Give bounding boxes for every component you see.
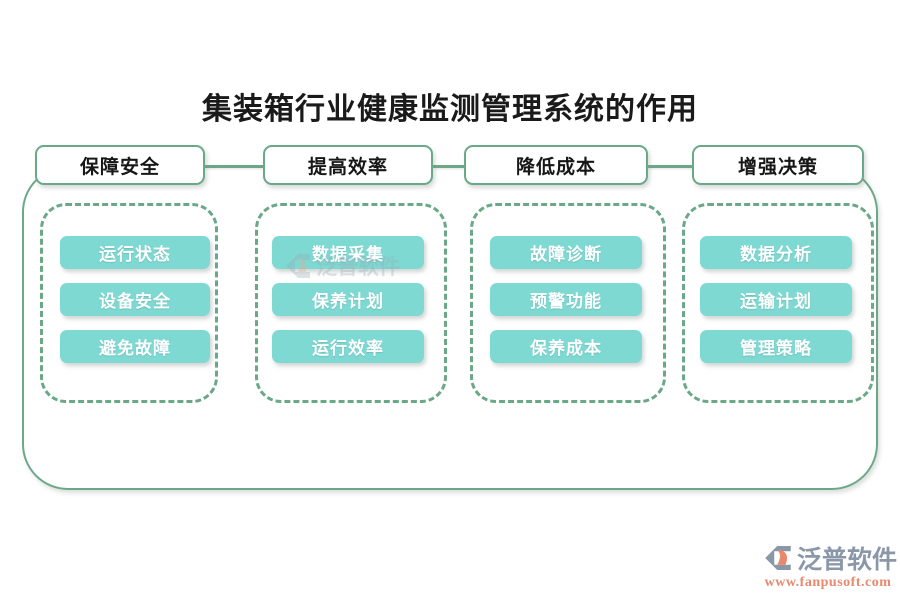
item-pill-3-1-label: 故障诊断 [530,245,602,264]
item-pill-3-3-label: 保养成本 [530,339,602,358]
category-column-3 [470,203,666,403]
category-header-3[interactable]: 降低成本 [464,145,648,185]
connector-line-3-4 [648,165,692,167]
item-pill-1-2[interactable]: 设备安全 [60,283,210,316]
item-pill-3-2-label: 预警功能 [530,292,602,311]
connector-line-2-3 [433,165,464,167]
brand-logo-name: 泛普软件 [797,546,898,574]
item-pill-1-3[interactable]: 避免故障 [60,330,210,363]
brand-logo-mark [765,546,791,570]
item-pill-4-1-label: 数据分析 [740,245,812,264]
category-header-3-label: 降低成本 [515,156,596,178]
item-pill-4-1[interactable]: 数据分析 [700,236,852,269]
item-pill-1-2-label: 设备安全 [99,292,171,311]
category-header-2-label: 提高效率 [307,156,388,178]
item-pill-3-2[interactable]: 预警功能 [490,283,642,316]
connector-line-1-2 [205,165,263,167]
category-column-2 [255,203,447,403]
category-column-1 [40,203,218,403]
item-pill-2-2[interactable]: 保养计划 [272,283,424,316]
brand-logo: 泛普软件 www.fanpusoft.com [762,542,898,592]
category-header-4[interactable]: 增强决策 [692,145,864,185]
item-pill-2-1[interactable]: 数据采集 [272,236,424,269]
item-pill-2-3-label: 运行效率 [312,339,384,358]
item-pill-2-1-label: 数据采集 [312,245,384,264]
item-pill-2-2-label: 保养计划 [312,292,384,311]
item-pill-1-3-label: 避免故障 [99,339,171,358]
item-pill-4-3-label: 管理策略 [740,339,812,358]
item-pill-1-1[interactable]: 运行状态 [60,236,210,269]
outer-frame [22,166,878,490]
brand-logo-url: www.fanpusoft.com [764,575,892,590]
item-pill-4-2-label: 运输计划 [740,292,812,311]
item-pill-2-3[interactable]: 运行效率 [272,330,424,363]
category-column-4 [682,203,874,403]
item-pill-4-3[interactable]: 管理策略 [700,330,852,363]
category-header-2[interactable]: 提高效率 [263,145,433,185]
item-pill-1-1-label: 运行状态 [99,245,171,264]
page-title: 集装箱行业健康监测管理系统的作用 [202,93,698,126]
item-pill-3-1[interactable]: 故障诊断 [490,236,642,269]
item-pill-3-3[interactable]: 保养成本 [490,330,642,363]
category-header-4-label: 增强决策 [737,156,818,178]
category-header-1[interactable]: 保障安全 [35,145,205,185]
category-header-1-label: 保障安全 [79,156,160,178]
item-pill-4-2[interactable]: 运输计划 [700,283,852,316]
brand-logo-row: 泛普软件 [762,542,898,574]
